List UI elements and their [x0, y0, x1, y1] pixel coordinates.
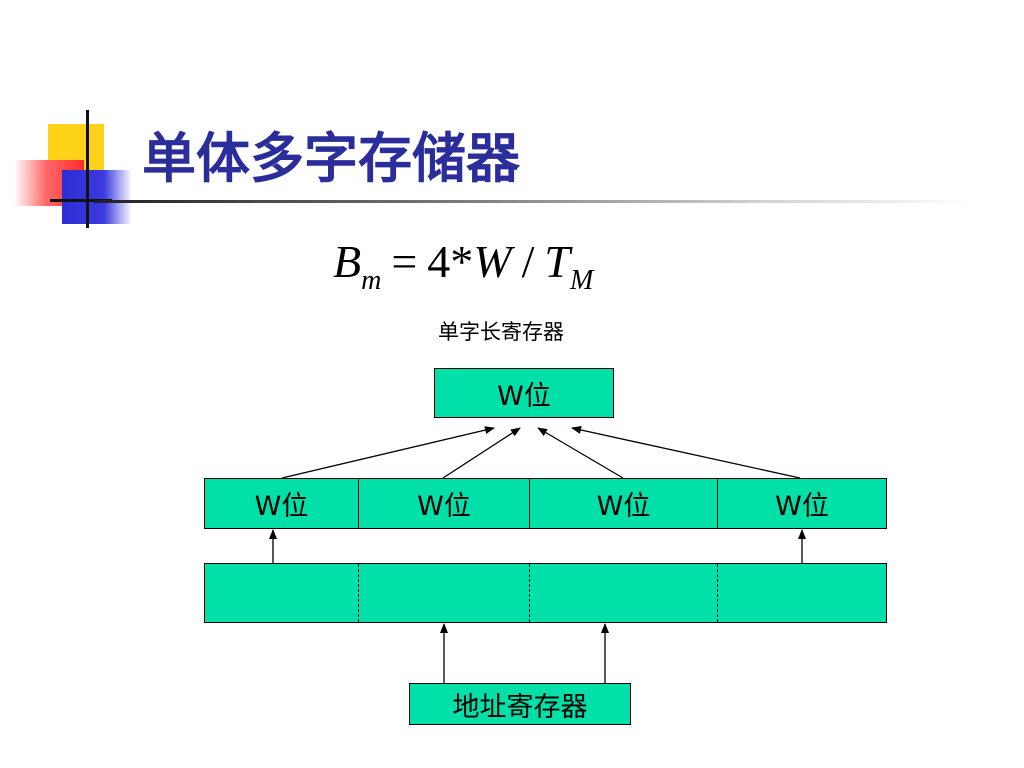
formula-slash: /: [521, 236, 535, 287]
formula-lhs-sub: m: [361, 265, 382, 296]
memory-divider: [529, 564, 530, 622]
bandwidth-formula: Bm =4*W/TM: [333, 232, 593, 299]
logo-vertical-line: [86, 110, 89, 228]
arrow-cell4-to-register: [571, 426, 801, 479]
formula-w: W: [473, 236, 512, 287]
formula-t: T: [544, 236, 570, 287]
word-cell: W位: [204, 478, 359, 529]
logo-horizontal-line: [50, 199, 112, 202]
arrow-cell2-to-register: [442, 427, 521, 479]
arrow-cell1-to-register: [281, 426, 495, 479]
word-cell: W位: [717, 478, 887, 529]
memory-divider: [717, 564, 718, 622]
logo-blue-square: [62, 170, 132, 224]
memory-row: [204, 563, 887, 623]
word-cell: W位: [529, 478, 718, 529]
register-box: W位: [434, 368, 614, 418]
slide-title: 单体多字存储器: [142, 127, 520, 190]
formula-t-sub: M: [570, 265, 594, 296]
address-register-box: 地址寄存器: [409, 683, 631, 725]
register-label: 单字长寄存器: [438, 320, 564, 344]
formula-const: 4*: [427, 236, 474, 287]
word-row: W位 W位 W位 W位: [204, 478, 887, 529]
memory-divider: [358, 564, 359, 622]
arrow-cell3-to-register: [537, 427, 624, 479]
word-cell: W位: [358, 478, 530, 529]
formula-lhs: B: [333, 236, 362, 287]
formula-equals: =: [391, 236, 418, 287]
title-underline: [94, 200, 974, 203]
